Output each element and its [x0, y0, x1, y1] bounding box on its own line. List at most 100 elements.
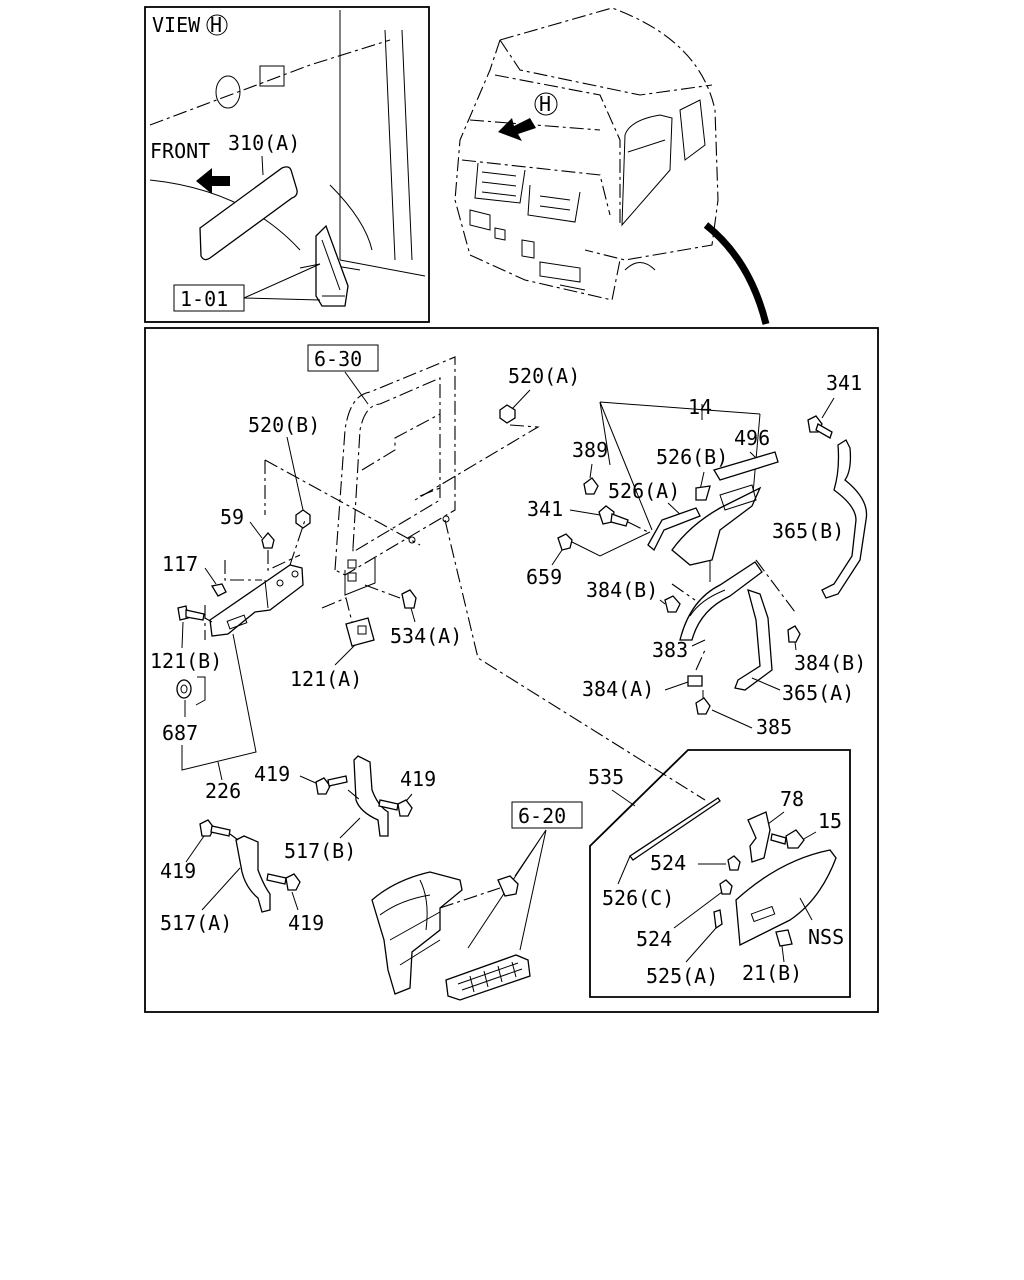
part-526b-clip	[695, 485, 711, 501]
ref-box-1-01[interactable]: 1-01	[173, 284, 245, 312]
main-panel-frame	[144, 327, 879, 1013]
part-117-screw	[210, 583, 227, 597]
part-label-21b: 21(B)	[742, 961, 802, 985]
part-label-659: 659	[526, 565, 562, 589]
part-label-520b: 520(B)	[248, 413, 320, 437]
view-h-panel: VIEW H FRONT 310(A)	[144, 6, 430, 323]
part-label-384b-left: 384(B)	[586, 578, 658, 602]
part-341-bolt	[598, 505, 629, 527]
step-assembly	[371, 871, 531, 1001]
part-526a-strip	[647, 507, 701, 552]
scuff-plate-310a	[199, 166, 298, 261]
part-384b-left-clip	[664, 595, 681, 613]
part-label-384a: 384(A)	[582, 677, 654, 701]
part-121b-bolt	[177, 605, 205, 621]
part-121a-stopper	[345, 617, 375, 647]
part-525a-clip	[713, 909, 723, 930]
view-title: VIEW	[152, 13, 201, 37]
part-label-419-d: 419	[288, 911, 324, 935]
part-nss-panel	[735, 849, 837, 947]
front-arrow-icon	[196, 168, 230, 194]
part-label-384b-right: 384(B)	[794, 651, 866, 675]
part-419-bolt-c	[199, 819, 231, 837]
part-label-534a: 534(A)	[390, 624, 462, 648]
part-label-526c: 526(C)	[602, 886, 674, 910]
part-label-383: 383	[652, 638, 688, 662]
part-78-bracket	[747, 811, 771, 863]
part-687-washer	[176, 679, 192, 699]
part-517b-guard	[353, 755, 389, 837]
view-pointer-arrow	[703, 222, 770, 325]
part-label-524-b: 524	[636, 927, 672, 951]
truck-cab-illustration: H	[454, 7, 770, 325]
part-label-419-c: 419	[160, 859, 196, 883]
hinge-bracket-assembly	[209, 519, 306, 637]
part-label-226: 226	[205, 779, 241, 803]
part-365b-stay	[821, 439, 868, 599]
nss-inset-panel: 535 78 15 524 526(C) 524 NSS 525(A) 21(B…	[588, 749, 851, 998]
part-label-517b: 517(B)	[284, 839, 356, 863]
part-659-clip	[557, 533, 573, 551]
upper-fender-panel	[671, 484, 762, 582]
part-520a-nut	[499, 404, 516, 424]
part-label-78: 78	[780, 787, 804, 811]
part-496-strip	[713, 451, 779, 481]
ref-box-6-30[interactable]: 6-30	[307, 344, 379, 372]
part-365a-stay	[734, 589, 773, 691]
part-label-496: 496	[734, 426, 770, 450]
part-label-365b: 365(B)	[772, 519, 844, 543]
svg-text:1-01: 1-01	[180, 287, 228, 311]
view-marker-h: H	[206, 13, 228, 37]
svg-text:H: H	[539, 92, 551, 116]
svg-text:6-20: 6-20	[518, 804, 566, 828]
part-label-117: 117	[162, 552, 198, 576]
part-label-419-a: 419	[254, 762, 290, 786]
svg-text:H: H	[210, 13, 222, 37]
part-label-15: 15	[818, 809, 842, 833]
view-marker-h-truck: H	[534, 92, 558, 116]
part-label-687: 687	[162, 721, 198, 745]
part-385-bolt	[695, 690, 711, 715]
part-label-385: 385	[756, 715, 792, 739]
part-label-526b: 526(B)	[656, 445, 728, 469]
part-label-524-a: 524	[650, 851, 686, 875]
part-520b-nut	[295, 509, 311, 529]
part-label-520a: 520(A)	[508, 364, 580, 388]
part-label-310a: 310(A)	[228, 131, 300, 155]
part-label-341-top: 341	[826, 371, 862, 395]
part-341-top-bolt	[807, 415, 833, 439]
part-label-121a: 121(A)	[290, 667, 362, 691]
svg-text:6-30: 6-30	[314, 347, 362, 371]
view-direction-arrow-icon	[498, 118, 536, 141]
part-419-bolt-a	[315, 775, 348, 795]
part-524-a-nut	[727, 855, 741, 871]
part-419-bolt-b	[378, 799, 413, 817]
part-label-389: 389	[572, 438, 608, 462]
part-label-341-mid: 341	[527, 497, 563, 521]
part-419-bolt-d	[266, 873, 301, 891]
door-assembly	[334, 356, 456, 596]
part-59-clip	[261, 532, 275, 549]
part-label-nss: NSS	[808, 925, 844, 949]
accelerator-pedal	[315, 224, 349, 307]
part-517a-guard	[235, 835, 271, 913]
part-label-14: 14	[688, 395, 712, 419]
part-383-fender-bracket	[671, 559, 796, 641]
front-label: FRONT	[150, 139, 210, 163]
part-label-517a: 517(A)	[160, 911, 232, 935]
part-535-strip	[629, 797, 721, 861]
part-label-526a: 526(A)	[608, 479, 680, 503]
part-label-419-b: 419	[400, 767, 436, 791]
part-label-121b: 121(B)	[150, 649, 222, 673]
part-15-clip	[770, 829, 805, 849]
part-label-365a: 365(A)	[782, 681, 854, 705]
part-21b-clip	[775, 929, 793, 947]
part-label-525a: 525(A)	[646, 964, 718, 988]
part-label-59: 59	[220, 505, 244, 529]
part-389-clip	[583, 477, 599, 495]
part-384a-nut	[687, 675, 703, 687]
view-panel-frame	[144, 6, 430, 323]
ref-box-6-20[interactable]: 6-20	[511, 801, 583, 829]
part-384b-right-clip	[787, 625, 801, 643]
